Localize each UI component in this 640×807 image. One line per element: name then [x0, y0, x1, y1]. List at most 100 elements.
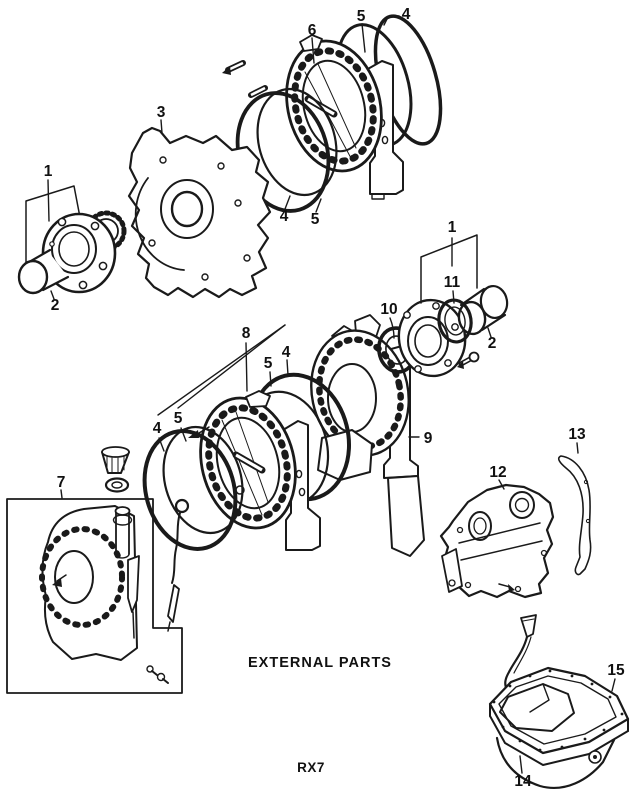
callout-bracket	[420, 234, 478, 304]
oil-funnel	[520, 614, 537, 638]
filler-neck-bottom	[115, 553, 130, 559]
boxed-front-housing	[6, 446, 183, 694]
bolt-tip	[457, 361, 464, 369]
callout-5-top: 5	[357, 8, 366, 25]
bolt-hole	[403, 311, 411, 319]
callout-14: 14	[514, 773, 532, 790]
metering-nozzle	[127, 555, 140, 613]
housing-chord	[317, 63, 357, 149]
dipstick-tip	[167, 621, 171, 632]
callout-6: 6	[308, 22, 317, 39]
dowel-pin-core	[235, 453, 263, 472]
ear-hole	[448, 579, 456, 587]
rear-cover-gasket	[558, 455, 592, 576]
bolt-hole	[414, 365, 422, 373]
nozzle-tip	[132, 611, 135, 639]
housing-chord	[235, 411, 269, 503]
pan-body	[495, 736, 616, 789]
screw-shank	[151, 670, 158, 676]
callout-1-right: 1	[448, 219, 457, 236]
housing-chord	[221, 419, 263, 516]
bolt-boss	[201, 273, 209, 281]
rotor-housing-bolt-ring	[291, 47, 377, 165]
leg-foot-tab	[371, 193, 385, 200]
bolt-hole	[98, 261, 108, 271]
callout-numbers: 6 5 4 4 5 1 2 3 8 5 4 4 5 9 10 1 11 2 7 …	[44, 6, 625, 790]
arrow-tail	[198, 426, 210, 434]
filler-neck-collar	[112, 514, 133, 526]
bracket-rib	[458, 522, 541, 544]
pulley-bore-ring	[51, 224, 97, 274]
callout-4-lower: 4	[153, 420, 162, 437]
direction-arrow	[52, 578, 62, 587]
housing-lower-leg	[387, 475, 425, 557]
callout-2-right: 2	[488, 335, 497, 352]
drain-plug	[593, 755, 597, 759]
gasket-hole	[585, 518, 591, 524]
callout-4-upper: 4	[280, 208, 289, 225]
callout-8: 8	[242, 325, 251, 342]
pan-interior-detail	[499, 683, 575, 732]
direction-arrow	[222, 66, 231, 75]
diagram-title: EXTERNAL PARTS	[248, 655, 392, 671]
rear-hub-assembly	[377, 234, 509, 378]
slinger-ring-inner	[444, 306, 466, 336]
housing-opening	[54, 550, 94, 604]
callout-1-left: 1	[44, 163, 53, 180]
bolt-hole	[451, 323, 459, 331]
mount-boss	[468, 511, 492, 541]
dipstick-shaft	[171, 512, 181, 584]
dipstick-blade	[167, 584, 180, 623]
gasket-hole	[583, 479, 589, 485]
mount-bore	[509, 491, 535, 519]
callout-bracket	[25, 185, 84, 264]
cap-washer	[104, 477, 130, 493]
leg-hole	[298, 487, 306, 497]
oil-filler-cap-top	[101, 446, 130, 458]
hub-bore	[414, 324, 442, 358]
housing-bolt-ring	[39, 526, 125, 628]
dipstick-loop	[174, 498, 190, 514]
callout-13: 13	[568, 426, 586, 443]
bolt-boss	[159, 156, 167, 164]
pulley-bore	[58, 231, 90, 267]
bolt-boss	[148, 239, 156, 247]
callout-5-mid: 5	[264, 355, 273, 372]
bolt-boss	[540, 549, 548, 557]
funnel-stem	[504, 635, 529, 692]
bolt-hole	[57, 217, 67, 227]
callout-5-upper: 5	[311, 211, 320, 228]
bolt-boss	[464, 581, 472, 589]
seal-bore	[170, 190, 204, 228]
dowel-pin-core	[250, 86, 266, 97]
leg-hole	[381, 135, 389, 145]
callout-7: 7	[57, 474, 66, 491]
funnel-stem-inner	[513, 636, 532, 674]
bolt-boss	[243, 254, 251, 262]
bolt-boss	[234, 199, 242, 207]
callout-15: 15	[607, 662, 625, 679]
seal-boss-ring	[160, 179, 214, 239]
callout-5-lower: 5	[174, 410, 183, 427]
spacer-edge	[480, 313, 507, 332]
bolt-hole	[432, 302, 440, 310]
bolt-hole	[78, 280, 88, 290]
callout-11: 11	[444, 274, 461, 291]
mount-boss-inner	[473, 517, 487, 535]
direction-arrow	[188, 430, 199, 438]
slinger-ring	[437, 298, 473, 344]
bolt-boss	[456, 526, 464, 534]
pan-interior-line	[529, 683, 550, 713]
bolt-boss	[217, 162, 225, 170]
rotor-housing-bolt-ring	[205, 404, 291, 522]
callout-4-top: 4	[402, 6, 411, 23]
leader-lines	[47, 15, 616, 774]
callout-2-left: 2	[51, 297, 60, 314]
housing-foot	[317, 429, 373, 481]
housing-top-lug	[245, 390, 271, 408]
part-box-frame	[6, 498, 183, 694]
oil-pan-assembly	[488, 614, 630, 789]
rear-rotor-housing-assembly	[199, 390, 321, 551]
spacer-face	[17, 259, 49, 295]
